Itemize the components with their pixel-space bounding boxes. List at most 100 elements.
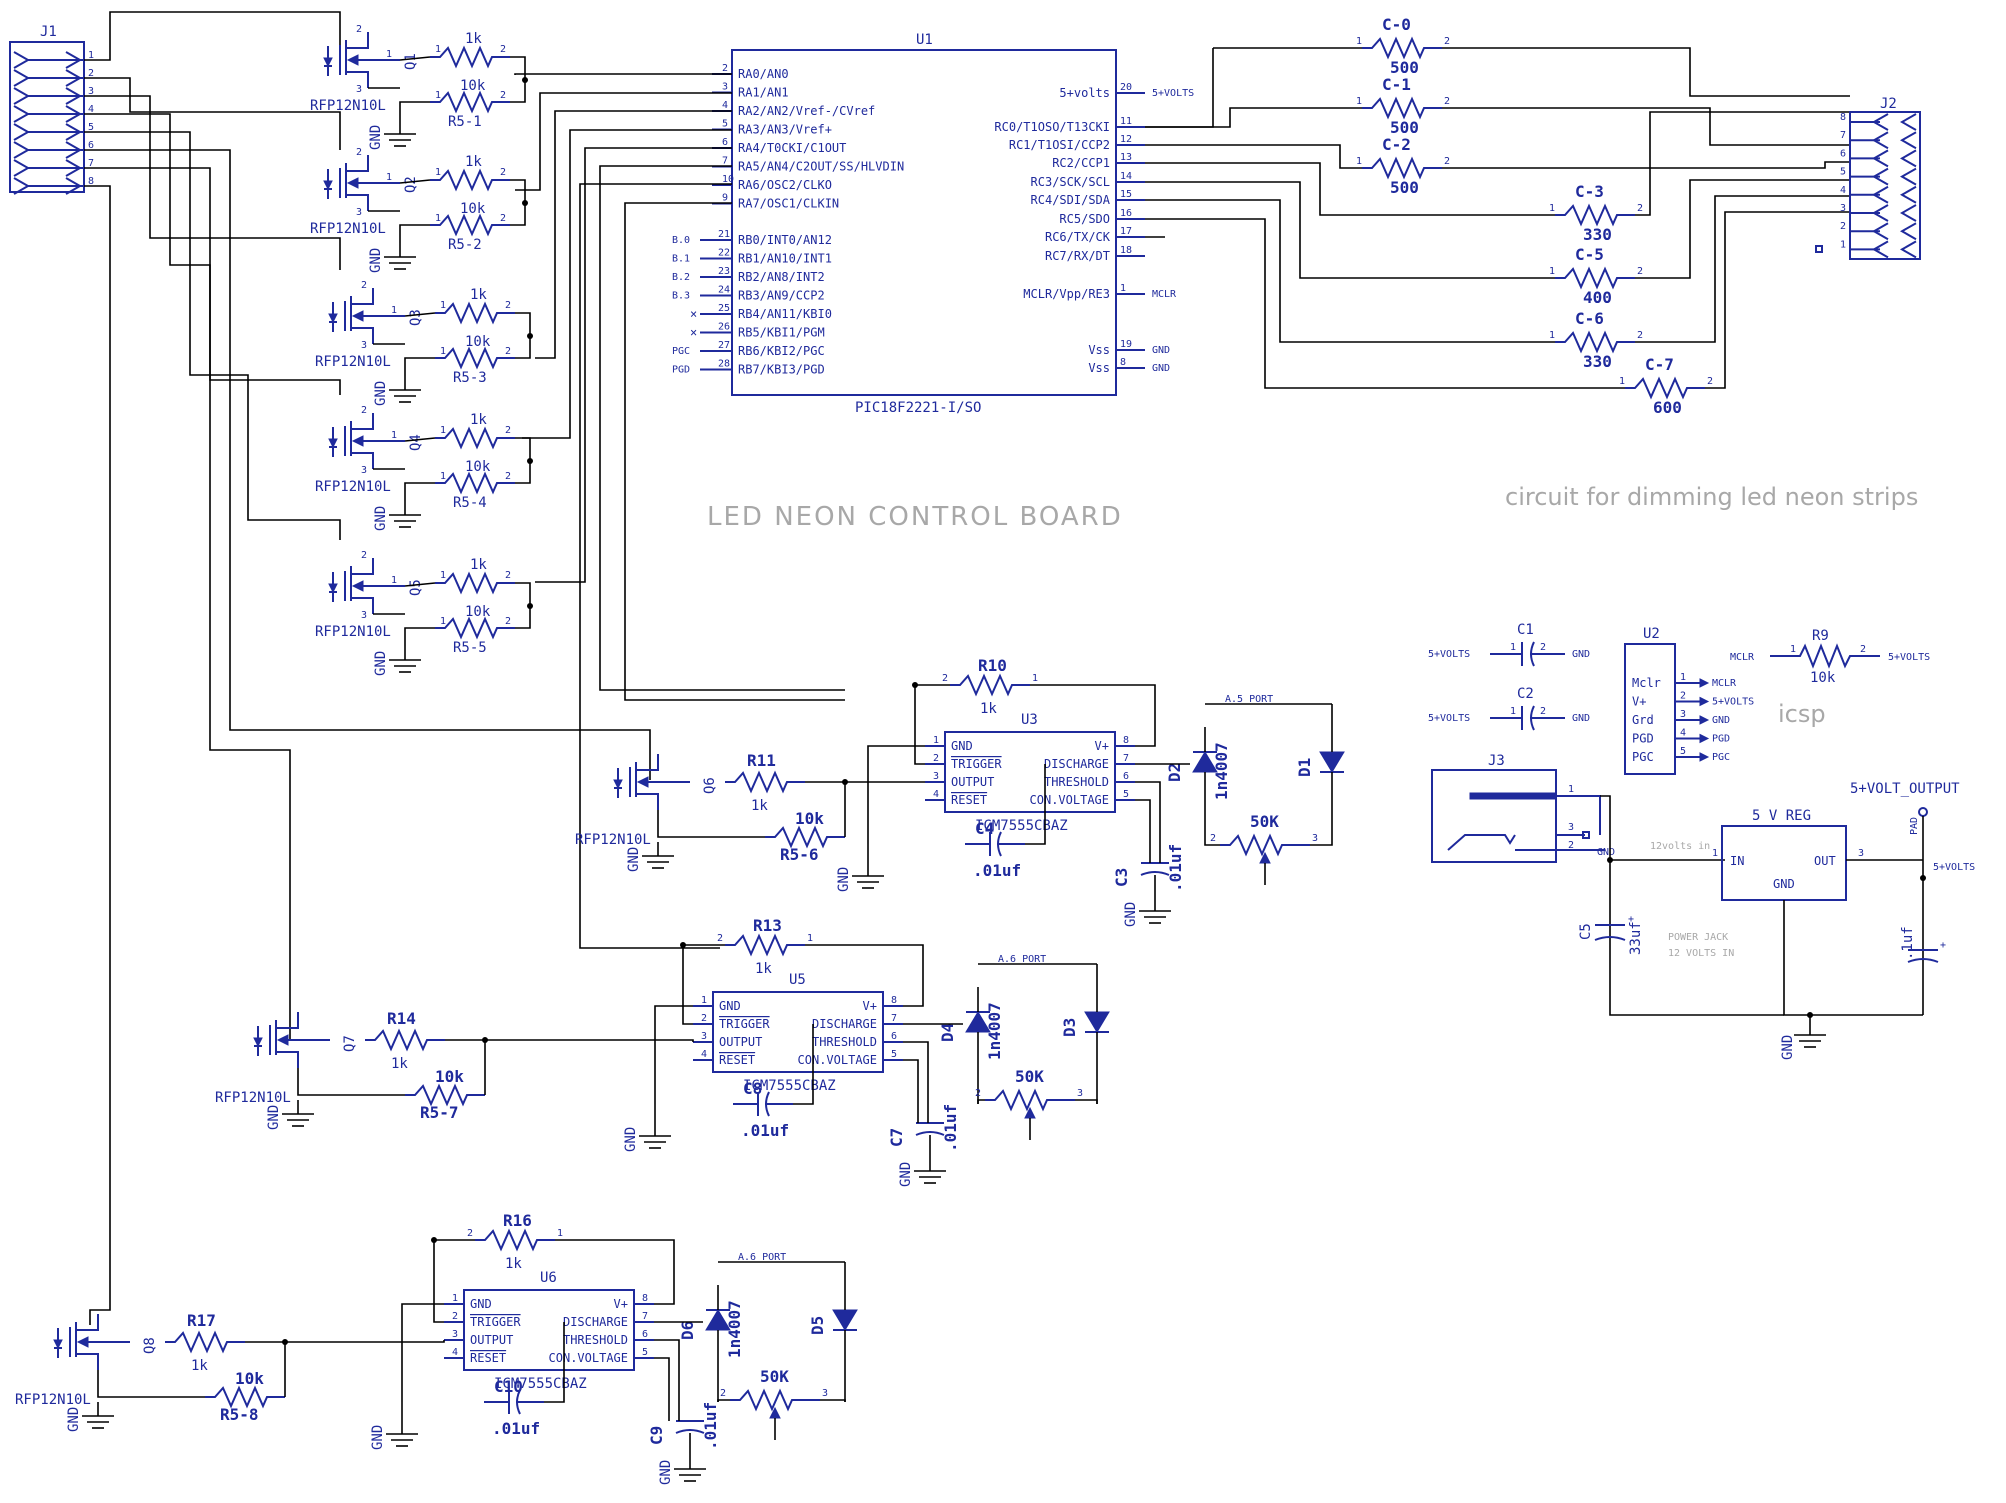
ground-label: GND <box>658 1460 674 1485</box>
ground-label: GND <box>373 651 389 676</box>
j2-pin-number: 8 <box>1840 112 1846 123</box>
timer-q-part: RFP12N10L <box>215 1090 291 1106</box>
wire <box>654 1339 680 1421</box>
timer-q-ref: Q7 <box>342 1035 358 1052</box>
timer-ref: U3 <box>1021 712 1038 728</box>
u2-pin: V+25+VOLTS <box>1632 691 1754 709</box>
wire <box>404 582 436 587</box>
ground-symbol: GND <box>373 501 421 531</box>
svg-text:2: 2 <box>1540 706 1546 717</box>
wire <box>351 288 374 305</box>
timer-pin-number: 6 <box>891 1031 897 1042</box>
wire <box>285 1340 445 1343</box>
j2-pin: 7 <box>1840 130 1917 150</box>
pin-number: 1 <box>386 172 392 183</box>
junction <box>680 942 686 948</box>
wire <box>867 745 925 844</box>
wire <box>351 327 374 344</box>
timer-pin-number: 4 <box>452 1347 458 1358</box>
wire <box>76 1353 99 1370</box>
wire <box>717 1399 730 1402</box>
timer-pin-name: V+ <box>1095 739 1109 753</box>
ground-symbol: GND <box>626 842 674 872</box>
j1-pin: 1 <box>13 50 94 69</box>
mosfet-symbol <box>253 1012 299 1068</box>
pin-number: 1 <box>557 1228 563 1239</box>
timer-pin-number: 2 <box>452 1311 458 1322</box>
timer-cap-c-ref: C3 <box>1112 868 1131 887</box>
resistor-10k-ref: R5-4 <box>453 495 487 511</box>
j3-ref: J3 <box>1488 753 1505 769</box>
cap-wire <box>1635 111 1850 216</box>
pin-number: 2 <box>500 213 506 224</box>
pin-number: 2 <box>361 550 367 561</box>
timer-pin-name: THRESHOLD <box>1044 775 1109 789</box>
j2-pin-shape <box>1871 149 1889 168</box>
u2-body <box>1624 643 1676 775</box>
resistor-10k-value: 10k <box>465 604 491 620</box>
u1-pin-number: 12 <box>1120 134 1132 145</box>
wire <box>903 1041 929 1123</box>
u2-pin-name: Mclr <box>1632 676 1661 690</box>
timer-top-resistor-ref: R16 <box>503 1211 532 1230</box>
capacitor-value: 400 <box>1583 288 1612 307</box>
capacitor-zigzag <box>1555 330 1635 354</box>
junction <box>527 603 533 609</box>
mosfet-symbol <box>53 1314 99 1370</box>
cap-wire <box>1442 47 1850 97</box>
cap-wire <box>1442 161 1850 169</box>
cap-wire <box>1145 48 1214 128</box>
pin-number: 1 <box>440 346 446 357</box>
j2-ref: J2 <box>1880 96 1897 112</box>
wire <box>636 793 659 810</box>
wire <box>654 1357 670 1421</box>
j1-ref: J1 <box>40 24 57 40</box>
timer-pd-resistor-ref: R5-8 <box>220 1405 259 1424</box>
pin-number: 2 <box>361 405 367 416</box>
u1-pin-number: 14 <box>1120 171 1132 182</box>
u1-pin-number: 22 <box>718 248 730 259</box>
ground-symbol: GND <box>368 120 416 150</box>
timer-pin-name: RESET <box>719 1053 755 1067</box>
j2-pin-shape <box>1899 131 1917 150</box>
j2-pin-shape <box>1899 240 1917 259</box>
u2-pin-number: 1 <box>1680 672 1686 683</box>
cap-plate <box>915 1131 945 1136</box>
ground-label: GND <box>373 506 389 531</box>
ground-label: GND <box>66 1407 82 1432</box>
pin-number: 2 <box>1444 96 1450 107</box>
timer-cap-t-ref: C8 <box>743 1079 762 1098</box>
pin-number: 1 <box>1356 156 1362 167</box>
svg-text:2: 2 <box>1860 644 1866 655</box>
timer-q-resistor <box>365 1028 445 1052</box>
j1-pin-number: 2 <box>88 68 94 79</box>
wire <box>297 1068 405 1096</box>
resistor-1k <box>435 571 515 595</box>
j3-pin-2: 2 <box>1568 840 1574 851</box>
j2-pin-shape <box>1871 240 1889 259</box>
timer-q-resistor-ref: R14 <box>387 1009 416 1028</box>
ground-symbol: GND <box>66 1402 114 1432</box>
timer-q-resistor-value: 1k <box>751 798 768 814</box>
capacitor-ref: C-7 <box>1645 355 1674 374</box>
j1-pin-number: 3 <box>88 86 94 97</box>
ground-label: GND <box>898 1162 914 1187</box>
u1-pin-name: RC3/SCK/SCL <box>1031 175 1110 189</box>
wire <box>399 179 431 184</box>
reg-gnd: GND <box>1773 877 1795 891</box>
pin-number: 2 <box>500 90 506 101</box>
wire <box>404 482 435 501</box>
wire <box>97 1370 205 1398</box>
u1-pin-name: RC2/CCP1 <box>1052 156 1110 170</box>
svg-text:+: + <box>1628 914 1634 925</box>
j2-pin-number: 5 <box>1840 167 1846 178</box>
resistor-1k-value: 1k <box>465 31 482 47</box>
timer-pin-name: DISCHARGE <box>1044 757 1109 771</box>
